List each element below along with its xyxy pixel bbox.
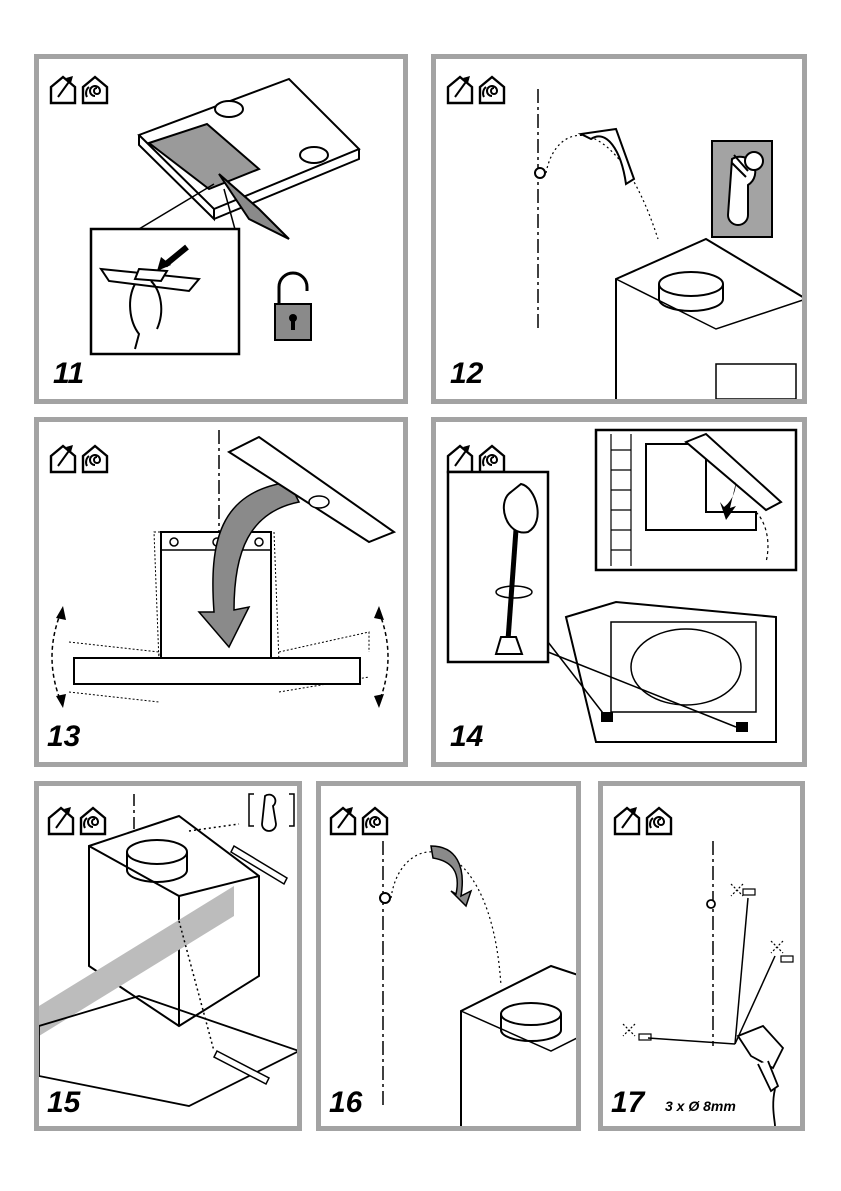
step-15-illustration [39, 786, 297, 1126]
step-12-panel: 12 [431, 54, 807, 404]
step-number: 11 [53, 359, 84, 389]
step-13-illustration [39, 422, 403, 762]
step-16-panel: 16 [316, 781, 581, 1131]
step-number: 14 [450, 722, 483, 752]
step-13-panel: 13 [34, 417, 408, 767]
step-12-illustration [436, 59, 802, 399]
step-14-panel: 14 [431, 417, 807, 767]
step-11-panel: 11 [34, 54, 408, 404]
step-17-illustration [603, 786, 800, 1126]
drill-icon [738, 1026, 783, 1126]
step-number: 13 [47, 722, 80, 752]
step-15-panel: 15 [34, 781, 302, 1131]
step-number: 16 [329, 1088, 362, 1118]
step-number: 17 [611, 1088, 644, 1118]
step-11-illustration [39, 59, 403, 399]
step-16-illustration [321, 786, 576, 1126]
drill-size-note: 3 x Ø 8mm [665, 1098, 736, 1114]
step-number: 15 [47, 1088, 80, 1118]
house-extraction-icon [51, 76, 107, 103]
unlock-icon [275, 273, 311, 340]
step-14-illustration [436, 422, 802, 762]
step-17-panel: 17 3 x Ø 8mm [598, 781, 805, 1131]
step-number: 12 [450, 359, 483, 389]
